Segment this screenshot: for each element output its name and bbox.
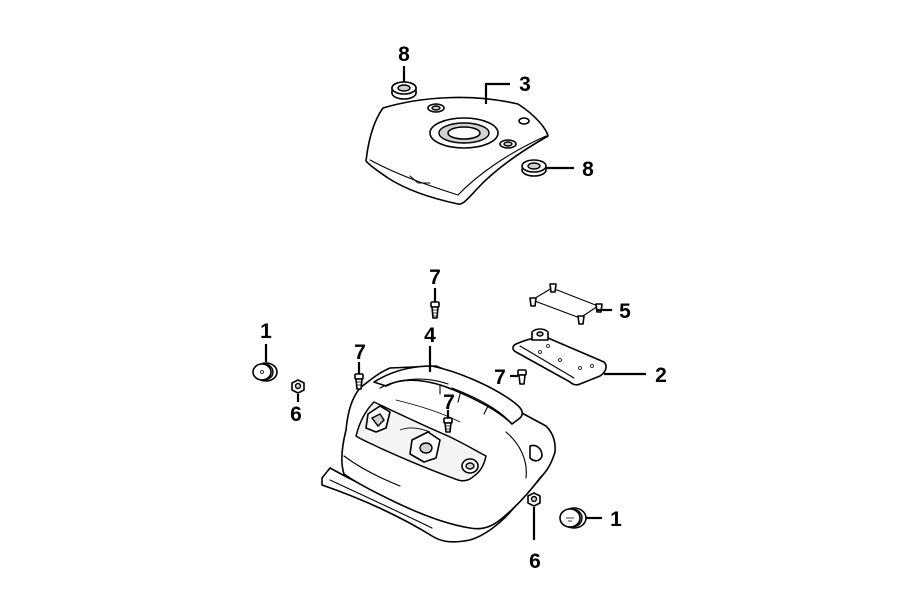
callout-labels: 8 3 8 7 5 1 4 7 7 2 6 7 1 6	[260, 43, 667, 573]
callout-2: 2	[655, 364, 667, 387]
callout-4: 4	[424, 324, 436, 347]
part-4-rear-housing	[321, 365, 556, 543]
leader-lines	[264, 66, 646, 540]
part-6-nut-bottom	[527, 492, 541, 507]
part-6-nut-left	[291, 379, 305, 394]
callout-1-right: 1	[610, 508, 622, 531]
callout-6-bottom: 6	[529, 550, 541, 573]
callout-8-right: 8	[582, 158, 594, 181]
callout-3: 3	[519, 73, 531, 96]
callout-1-left: 1	[260, 320, 272, 343]
part-8-grommet-top	[391, 81, 417, 100]
part-8-grommet-right	[521, 159, 547, 177]
callout-7-top: 7	[429, 266, 441, 289]
part-3-cover-plate	[365, 96, 549, 205]
callout-7-middle: 7	[494, 366, 506, 389]
callout-7-center: 7	[443, 391, 455, 414]
part-5-screw-wire-set	[529, 283, 603, 325]
callout-6-left: 6	[290, 403, 302, 426]
part-7-screw-top	[430, 301, 440, 319]
callout-7-left: 7	[354, 341, 366, 364]
part-1-cap-right	[559, 507, 587, 529]
part-7-screw-center	[443, 417, 453, 433]
part-1-cap-left	[252, 362, 278, 382]
part-7-screw-left	[354, 373, 364, 390]
part-7-screw-middle	[517, 369, 527, 385]
part-2-mounting-plate	[512, 328, 607, 386]
callout-8-top: 8	[398, 43, 410, 66]
callout-5: 5	[619, 300, 631, 323]
